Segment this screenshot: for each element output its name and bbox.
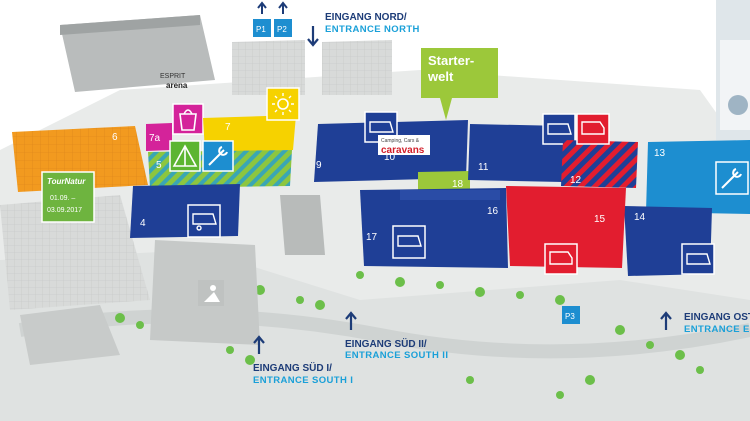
entrance-south2-subtitle: ENTRANCE SOUTH II	[345, 350, 448, 361]
hall-13[interactable]	[646, 140, 750, 214]
entrance-north-title: EINGANG NORD/	[325, 12, 407, 23]
north-buildings	[0, 15, 392, 365]
hall-11-number: 11	[478, 162, 489, 173]
tournatur-logo: TourNatur	[47, 177, 86, 186]
hall-11[interactable]	[468, 124, 565, 182]
hall-14-number: 14	[634, 212, 646, 223]
hall-17-number: 17	[366, 232, 378, 243]
tournatur-badge: TourNatur 01.09. – 03.09.2017	[41, 171, 95, 223]
esprit-arena: ESPRIT arena	[160, 73, 188, 90]
entrances: EINGANG NORD/ ENTRANCE NORTH EINGANG SÜD…	[253, 12, 750, 386]
trees	[115, 271, 704, 399]
hall-12-number: 12	[570, 175, 582, 186]
entrance-south2-title: EINGANG SÜD II/	[345, 337, 427, 350]
entrance-south1-subtitle: ENTRANCE SOUTH I	[253, 375, 353, 386]
arena-name: ESPRIT	[160, 73, 186, 80]
hall-4[interactable]	[130, 184, 240, 238]
construction-worker-icon	[198, 280, 224, 306]
svg-text:P2: P2	[277, 25, 287, 34]
entrance-north-arrow	[307, 26, 319, 47]
shopping-bag-icon	[172, 103, 204, 135]
hall-13-number: 13	[654, 148, 666, 159]
svg-text:welt: welt	[427, 69, 454, 84]
svg-text:Starter-: Starter-	[428, 53, 474, 68]
parking-p3-sign	[562, 306, 580, 324]
hall-7a[interactable]	[146, 123, 172, 151]
hall-10-number: 10	[384, 152, 396, 163]
entrance-east-arrow	[660, 311, 672, 330]
svg-text:P3: P3	[565, 312, 575, 321]
hall-15[interactable]	[506, 186, 626, 268]
hall-16-number: 16	[487, 206, 499, 217]
halls: 6 7a 7 5 4 9 10 Ca	[12, 48, 750, 306]
starterwelt-callout	[421, 48, 498, 98]
hall-4-number: 4	[140, 218, 146, 229]
sun-icon	[266, 87, 300, 121]
entrance-east-subtitle: ENTRANCE EAS	[684, 324, 750, 335]
hall-9-number: 9	[316, 160, 322, 171]
svg-text:Camping, Cars &: Camping, Cars &	[381, 138, 420, 144]
caravan-photo-strip	[716, 0, 750, 140]
tournatur-date-start: 01.09. –	[50, 195, 75, 202]
entrance-east-title: EINGANG OST/	[684, 312, 750, 323]
hall-18-number: 18	[452, 179, 464, 190]
svg-text:caravans: caravans	[381, 145, 425, 156]
entrance-south1-arrow	[253, 335, 265, 354]
hall-7a-number: 7a	[149, 133, 161, 144]
hall-5-number: 5	[156, 160, 162, 171]
hall-15-number: 15	[594, 214, 606, 225]
entrance-north-subtitle: ENTRANCE NORTH	[325, 24, 420, 35]
hall-6-number: 6	[112, 132, 118, 143]
arena-label: arena	[166, 81, 188, 90]
parking-p2-sign	[274, 19, 292, 37]
entrance-south1-title: EINGANG SÜD I/	[253, 361, 332, 374]
hall-7-number: 7	[225, 122, 231, 133]
entrance-south2-arrow	[345, 311, 357, 330]
svg-text:P1: P1	[256, 25, 266, 34]
camping-cars-caravans-sign	[378, 135, 430, 155]
hall-18[interactable]	[418, 171, 470, 191]
tournatur-date-end: 03.09.2017	[47, 207, 82, 214]
parking-signs: P1 P2 P3	[253, 1, 580, 324]
hall-12[interactable]	[561, 140, 638, 188]
parking-p1-sign	[253, 19, 271, 37]
